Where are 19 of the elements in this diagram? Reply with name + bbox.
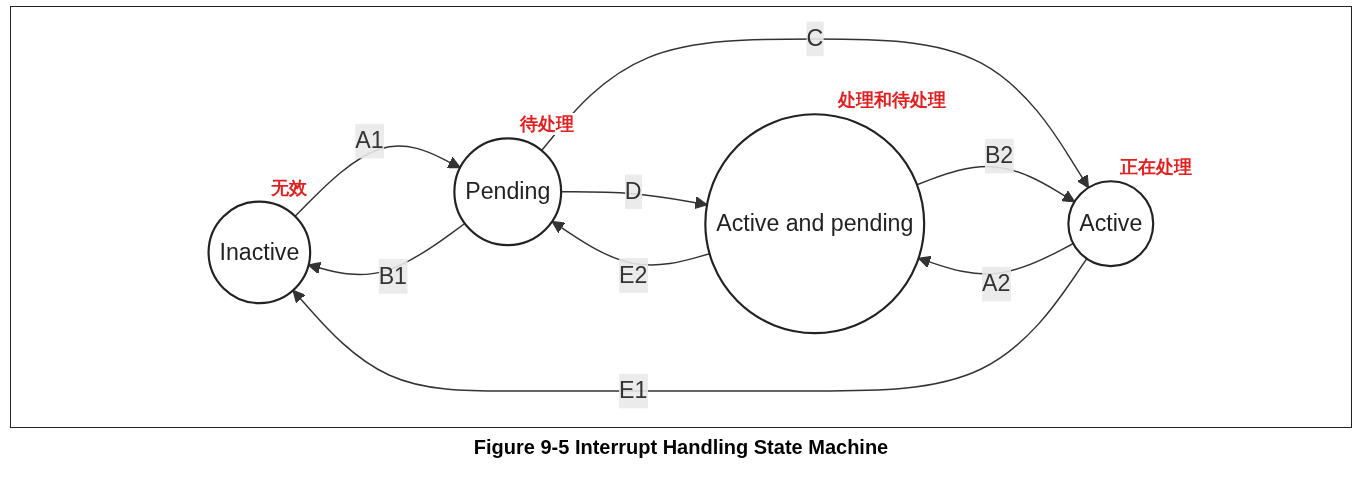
- state-note: 处理和待处理: [837, 89, 946, 111]
- edge-label: E2: [619, 262, 648, 288]
- edge-label: A2: [982, 271, 1011, 296]
- node-circle: Pending: [453, 137, 563, 247]
- node-circle: Inactive: [207, 200, 312, 305]
- edge-label: A1: [355, 128, 384, 153]
- edge-label: E1: [619, 378, 648, 403]
- figure-caption: Figure 9-5 Interrupt Handling State Machine: [472, 436, 890, 459]
- edge-label: B2: [984, 143, 1014, 168]
- node-circle: Active: [1067, 180, 1155, 268]
- node-circle: Active and pending: [704, 113, 926, 335]
- edge-label: B1: [378, 263, 408, 288]
- state-note: 待处理: [519, 113, 574, 136]
- edge-label: C: [806, 25, 824, 51]
- state-note: 无效: [270, 176, 307, 199]
- arrow: [292, 257, 1088, 392]
- state-note: 正在处理: [1120, 156, 1193, 178]
- edge-label: D: [624, 178, 642, 204]
- arrow: [541, 38, 1090, 189]
